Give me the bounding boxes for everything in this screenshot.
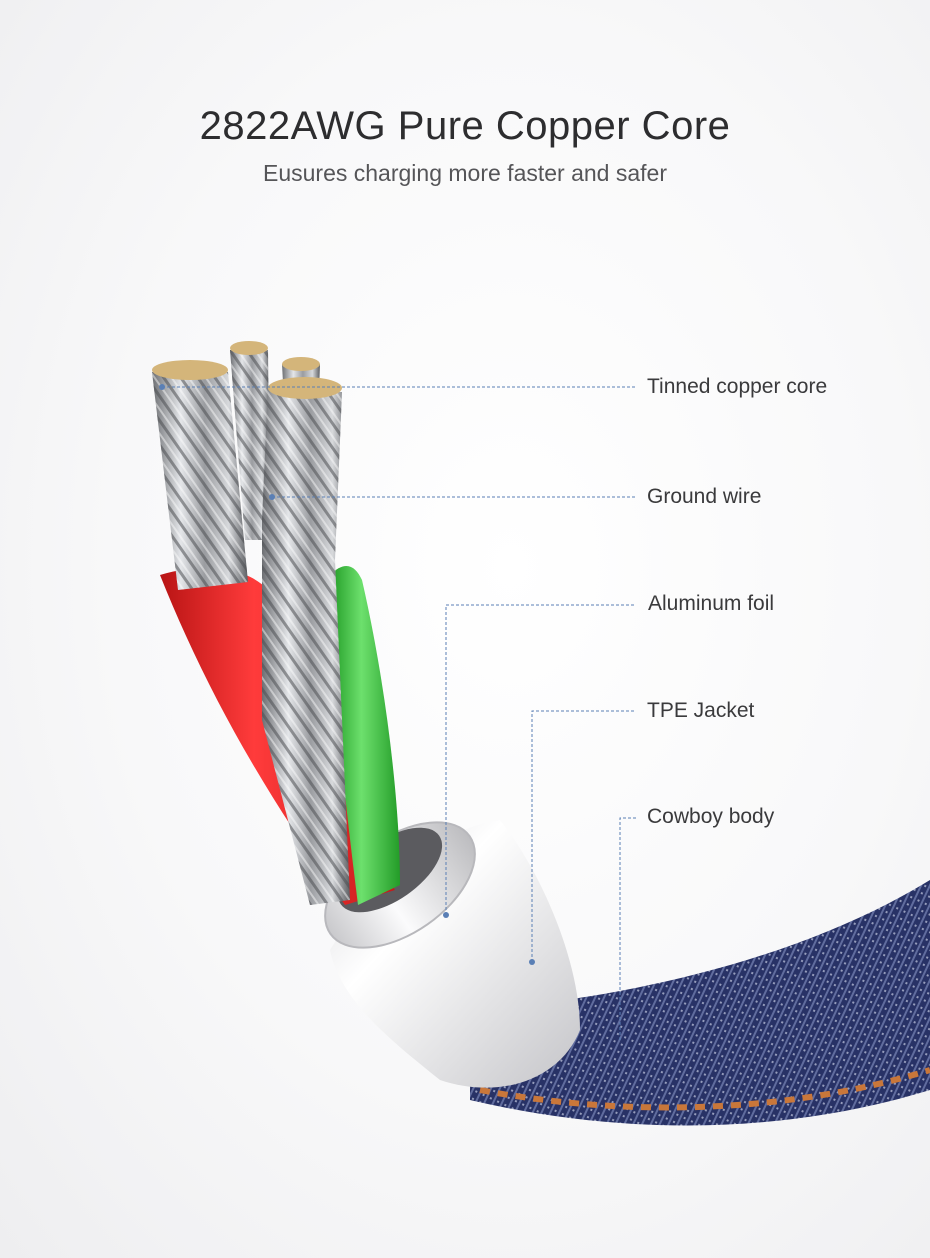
- green-wire-shape: [330, 565, 400, 905]
- denim-body: [470, 880, 930, 1126]
- callout-tpe-jacket: TPE Jacket: [647, 699, 755, 722]
- callout-cowboy-body: Cowboy body: [647, 805, 775, 828]
- callout-tinned-copper-core: Tinned copper core: [647, 375, 828, 398]
- callout-aluminum-foil: Aluminum foil: [648, 592, 775, 615]
- copper-strands: [152, 341, 350, 905]
- page-subtitle: Eusures charging more faster and safer: [263, 160, 667, 186]
- callout-ground-wire: Ground wire: [647, 485, 762, 508]
- denim-stitch: [479, 1067, 930, 1111]
- page-title: 2822AWG Pure Copper Core: [199, 104, 731, 148]
- leader-lines: [162, 386, 636, 1040]
- leader-dots: [159, 384, 535, 965]
